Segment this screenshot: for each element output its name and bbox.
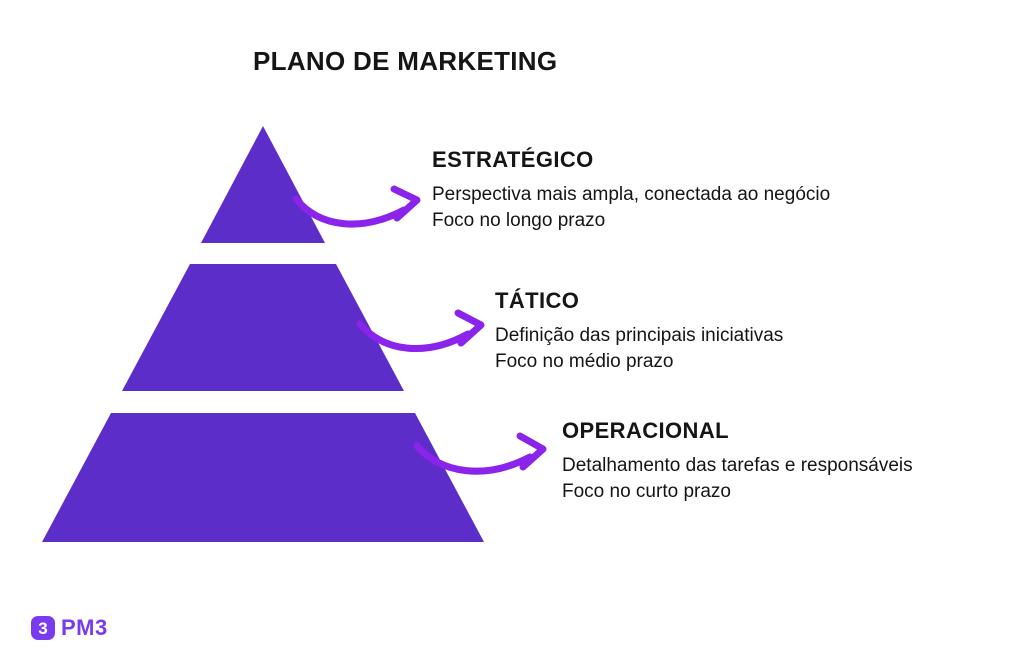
- pm3-logo: 3 PM3: [31, 615, 108, 641]
- level-operacional-description: Detalhamento das tarefas e responsáveis: [562, 455, 913, 476]
- level-operacional: OPERACIONAL Detalhamento das tarefas e r…: [562, 418, 1024, 505]
- pyramid-middle-shape: [122, 264, 404, 391]
- pyramid-top-shape: [201, 126, 325, 243]
- curved-arrow-icon: [292, 185, 421, 228]
- level-tatico-focus: Foco no médio prazo: [495, 351, 674, 372]
- level-estrategico-heading: ESTRATÉGICO: [432, 147, 594, 172]
- curved-arrow-icon: [356, 309, 485, 353]
- page-title: PLANO DE MARKETING: [253, 46, 558, 76]
- level-operacional-focus: Foco no curto prazo: [562, 481, 731, 502]
- pyramid-bottom-shape: [42, 413, 484, 542]
- level-tatico-description: Definição das principais iniciativas: [495, 325, 784, 346]
- pm3-logo-text: PM3: [61, 615, 108, 640]
- pm3-logo-icon: 3: [31, 616, 55, 640]
- level-estrategico-description: Perspectiva mais ampla, conectada ao neg…: [432, 184, 831, 205]
- level-tatico: TÁTICO Definição das principais iniciati…: [495, 288, 1015, 375]
- level-estrategico-focus: Foco no longo prazo: [432, 210, 606, 231]
- level-tatico-heading: TÁTICO: [495, 288, 580, 313]
- level-operacional-heading: OPERACIONAL: [562, 418, 729, 443]
- pm3-logo-icon-glyph: 3: [38, 618, 48, 638]
- curved-arrow-icon: [413, 432, 547, 475]
- level-estrategico: ESTRATÉGICO Perspectiva mais ampla, cone…: [432, 147, 952, 234]
